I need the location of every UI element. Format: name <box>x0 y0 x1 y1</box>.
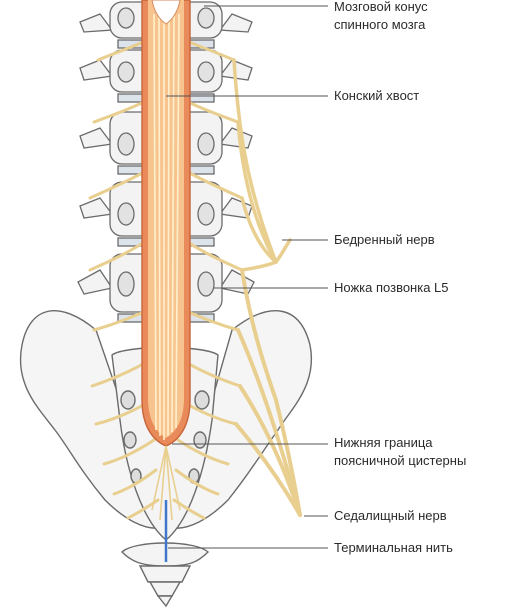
label-femoral-text: Бедренный нерв <box>334 232 435 247</box>
label-conus: Мозговой конус спинного мозга <box>334 0 428 34</box>
conus-medullaris <box>151 0 181 25</box>
pelvis <box>19 310 313 529</box>
label-sciatic-text: Седалищный нерв <box>334 508 447 523</box>
label-conus-line1: Мозговой конус <box>334 0 428 14</box>
label-pedicle-text: Ножка позвонка L5 <box>334 280 449 295</box>
dural-sac <box>141 0 191 447</box>
label-femoral: Бедренный нерв <box>334 231 435 249</box>
pedicle-l5 <box>197 271 215 297</box>
label-pedicle: Ножка позвонка L5 <box>334 279 449 297</box>
label-sciatic: Седалищный нерв <box>334 507 447 525</box>
label-cistern-line2: поясничной цистерны <box>334 453 467 468</box>
leader-lines <box>166 5 328 549</box>
cauda-equina <box>153 9 180 440</box>
sciatic-nerve <box>234 268 302 517</box>
label-cistern-line1: Нижняя граница <box>334 435 433 450</box>
sacral-nerve-fan <box>151 445 181 521</box>
label-filum-text: Терминальная нить <box>334 540 453 555</box>
label-filum: Терминальная нить <box>334 539 453 557</box>
label-cauda: Конский хвост <box>334 87 419 105</box>
label-cauda-text: Конский хвост <box>334 88 420 103</box>
femoral-nerve <box>232 58 292 272</box>
label-conus-line2: спинного мозга <box>334 17 426 32</box>
label-cistern: Нижняя граница поясничной цистерны <box>334 434 466 470</box>
